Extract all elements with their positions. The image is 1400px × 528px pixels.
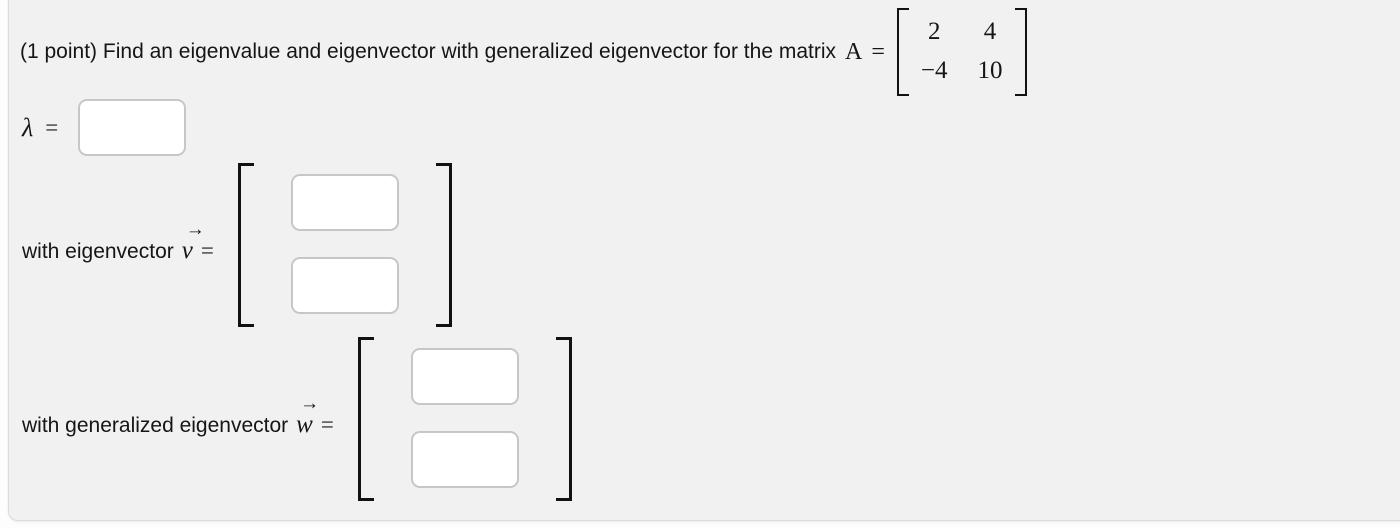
eigenvector-row: with eigenvector →v = — [22, 163, 452, 327]
eigenvector-entries — [254, 163, 436, 327]
matrix-a-cell-r2c2: 10 — [977, 57, 1003, 84]
generalized-eigenvector-input-1[interactable] — [410, 348, 519, 405]
lambda-row: λ = — [22, 99, 187, 156]
matrix-bracket-right — [1014, 8, 1027, 96]
eigenvector-label-group: with eigenvector →v = — [22, 219, 214, 265]
generalized-eigenvector-row: with generalized eigenvector →w = — [22, 337, 572, 501]
points-label: (1 point) — [20, 40, 98, 63]
lambda-symbol: λ — [22, 112, 34, 142]
generalized-matrix — [357, 337, 572, 501]
equals-sign: = — [871, 38, 885, 65]
generalized-label: with generalized eigenvector — [22, 414, 289, 437]
eigenvector-bracket-left — [237, 163, 254, 327]
problem-statement: (1 point) Find an eigenvalue and eigenve… — [20, 4, 1027, 100]
matrix-a-values: 2 4 −4 10 — [909, 8, 1015, 96]
eigenvector-input-2[interactable] — [290, 257, 399, 314]
matrix-a-cell-r1c1: 2 — [927, 18, 941, 45]
statement-text: (1 point) Find an eigenvalue and eigenve… — [20, 40, 836, 64]
lambda-equals-sign: = — [45, 114, 59, 140]
generalized-label-group: with generalized eigenvector →w = — [22, 393, 334, 439]
eigenvector-bracket-right — [435, 163, 452, 327]
matrix-a-cell-r1c2: 4 — [983, 18, 997, 45]
matrix-bracket-left — [896, 8, 909, 96]
vector-v-symbol: →v — [181, 219, 205, 265]
vector-w-symbol: →w — [296, 393, 319, 439]
eigenvector-label: with eigenvector — [22, 240, 174, 263]
statement-body: Find an eigenvalue and eigenvector with … — [102, 40, 836, 63]
vector-arrow-icon: → — [300, 393, 320, 414]
matrix-symbol: A — [845, 38, 863, 65]
generalized-equals-sign: = — [320, 412, 334, 437]
eigenvector-matrix — [237, 163, 452, 327]
vector-v-letter: v — [181, 237, 193, 264]
generalized-entries — [374, 337, 556, 501]
vector-w-letter: w — [296, 411, 313, 438]
eigenvector-equals-sign: = — [200, 238, 214, 263]
matrix-a: 2 4 −4 10 — [896, 8, 1027, 96]
generalized-eigenvector-input-2[interactable] — [410, 431, 519, 488]
lambda-input[interactable] — [78, 99, 187, 156]
generalized-bracket-right — [555, 337, 572, 501]
eigenvector-input-1[interactable] — [290, 174, 399, 231]
vector-arrow-icon: → — [185, 219, 205, 240]
generalized-bracket-left — [357, 337, 374, 501]
matrix-a-cell-r2c1: −4 — [920, 57, 948, 84]
